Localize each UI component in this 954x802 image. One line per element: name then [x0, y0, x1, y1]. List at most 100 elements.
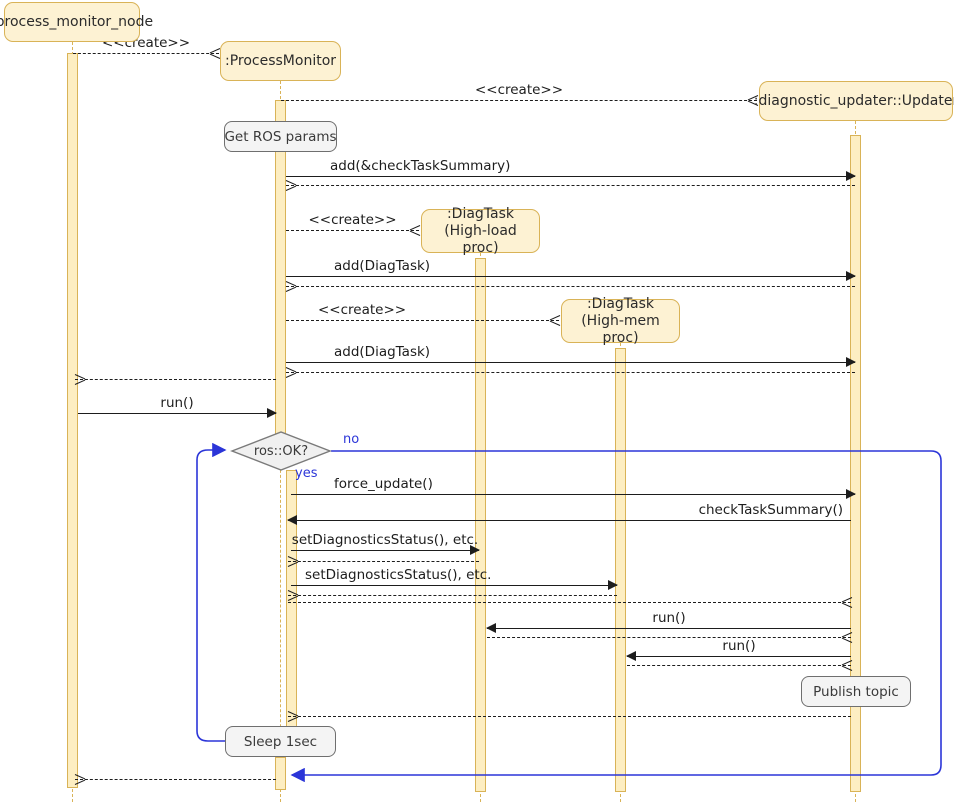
- message-label: checkTaskSummary(): [699, 502, 843, 518]
- message-line: [286, 276, 855, 277]
- message-label: add(DiagTask): [334, 344, 430, 360]
- message-line: [288, 602, 851, 603]
- arrowhead-right-icon: [841, 660, 851, 670]
- note-label: Publish topic: [813, 684, 899, 700]
- message-add-diagtask-1: add(DiagTask): [286, 276, 855, 277]
- message-label: setDiagnosticsStatus(), etc.: [292, 532, 478, 548]
- message-line: [487, 628, 851, 629]
- arrowhead-left-icon: [626, 651, 636, 661]
- message-check-task-summary-callback: checkTaskSummary(): [288, 520, 851, 521]
- message-return-run-to-node: [75, 779, 276, 780]
- arrowhead-right-icon: [846, 171, 856, 181]
- arrowhead-right-icon: [846, 271, 856, 281]
- loop-back-yes-path: [197, 450, 225, 741]
- message-return-add-diagtask-2: [286, 372, 855, 373]
- message-line: [288, 595, 617, 596]
- participant-updater[interactable]: :diagnostic_updater::Updater: [759, 81, 953, 121]
- message-label: run(): [722, 638, 755, 654]
- participant-process-monitor-node[interactable]: :process_monitor_node: [4, 2, 140, 42]
- decision-label: ros::OK?: [232, 432, 330, 470]
- arrowhead-left-icon: [288, 556, 298, 566]
- message-set-diagnostics-status-2: setDiagnosticsStatus(), etc.: [291, 585, 617, 586]
- message-run: run(): [78, 413, 276, 414]
- message-return-check-task-summary: [288, 602, 851, 603]
- participant-label: :DiagTask (High-mem proc): [568, 296, 673, 347]
- message-return-set-diagnostics-status-2: [288, 595, 617, 596]
- decision-ros-ok: ros::OK?: [232, 432, 330, 470]
- participant-diagtask-high-mem[interactable]: :DiagTask (High-mem proc): [561, 299, 680, 343]
- activation-process-monitor-end: [275, 757, 286, 790]
- message-line: [487, 637, 851, 638]
- message-line: [291, 494, 855, 495]
- note-get-ros-params[interactable]: Get ROS params: [224, 121, 337, 152]
- activation-diagtask-high-load: [475, 258, 486, 792]
- message-label: run(): [652, 610, 685, 626]
- arrowhead-right-icon: [549, 315, 559, 325]
- message-force-update: force_update(): [291, 494, 855, 495]
- message-create-diagtask-high-mem: <<create>>: [286, 320, 559, 321]
- participant-diagtask-high-load[interactable]: :DiagTask (High-load proc): [421, 209, 540, 253]
- message-line: [281, 100, 757, 101]
- message-create-process-monitor: <<create>>: [73, 53, 219, 54]
- message-return-constructor-to-node: [75, 379, 276, 380]
- arrowhead-right-icon: [846, 357, 856, 367]
- participant-label: :ProcessMonitor: [225, 53, 336, 70]
- arrowhead-right-icon: [209, 48, 219, 58]
- message-set-diagnostics-status-1: setDiagnosticsStatus(), etc.: [291, 550, 479, 551]
- note-label: Get ROS params: [224, 129, 336, 145]
- message-line: [286, 286, 855, 287]
- message-label: <<create>>: [475, 82, 563, 98]
- arrowhead-right-icon: [267, 408, 277, 418]
- message-label: add(&checkTaskSummary): [330, 158, 510, 174]
- arrowhead-left-icon: [286, 281, 296, 291]
- message-line: [291, 550, 479, 551]
- message-return-add-diagtask-1: [286, 286, 855, 287]
- arrowhead-left-icon: [286, 367, 296, 377]
- activation-process-monitor-node: [67, 53, 78, 788]
- message-line: [288, 716, 851, 717]
- message-return-force-update: [288, 716, 851, 717]
- note-publish-topic[interactable]: Publish topic: [801, 676, 911, 707]
- participant-label: :DiagTask (High-load proc): [428, 206, 533, 257]
- arrowhead-right-icon: [841, 632, 851, 642]
- message-line: [288, 520, 851, 521]
- message-create-updater: <<create>>: [281, 100, 757, 101]
- message-line: [75, 379, 276, 380]
- message-label: run(): [160, 395, 193, 411]
- message-add-diagtask-2: add(DiagTask): [286, 362, 855, 363]
- message-line: [286, 372, 855, 373]
- arrowhead-left-icon: [486, 623, 496, 633]
- message-label: <<create>>: [308, 212, 396, 228]
- message-line: [288, 561, 479, 562]
- arrowhead-right-icon: [608, 580, 618, 590]
- message-label: setDiagnosticsStatus(), etc.: [305, 567, 491, 583]
- message-line: [286, 185, 855, 186]
- message-return-add-check-task-summary: [286, 185, 855, 186]
- arrowhead-left-icon: [75, 374, 85, 384]
- message-return-run-diagtask-1: [487, 637, 851, 638]
- arrowhead-right-icon: [409, 225, 419, 235]
- arrowhead-left-icon: [288, 590, 298, 600]
- note-label: Sleep 1sec: [244, 734, 317, 750]
- message-add-check-task-summary: add(&checkTaskSummary): [286, 176, 855, 177]
- message-line: [75, 779, 276, 780]
- decision-branch-no-label: no: [343, 432, 359, 447]
- decision-branch-yes-label: yes: [295, 466, 317, 481]
- message-line: [627, 656, 851, 657]
- message-line: [78, 413, 276, 414]
- message-line: [73, 53, 219, 54]
- message-return-run-diagtask-2: [627, 665, 851, 666]
- message-line: [627, 665, 851, 666]
- message-line: [286, 230, 419, 231]
- note-sleep-1sec[interactable]: Sleep 1sec: [225, 726, 336, 757]
- participant-process-monitor[interactable]: :ProcessMonitor: [220, 41, 341, 81]
- activation-diagtask-high-mem: [615, 348, 626, 792]
- arrowhead-left-icon: [286, 180, 296, 190]
- message-line: [291, 585, 617, 586]
- message-line: [286, 320, 559, 321]
- message-label: <<create>>: [318, 302, 406, 318]
- message-label: force_update(): [334, 476, 433, 492]
- message-line: [286, 176, 855, 177]
- message-label: add(DiagTask): [334, 258, 430, 274]
